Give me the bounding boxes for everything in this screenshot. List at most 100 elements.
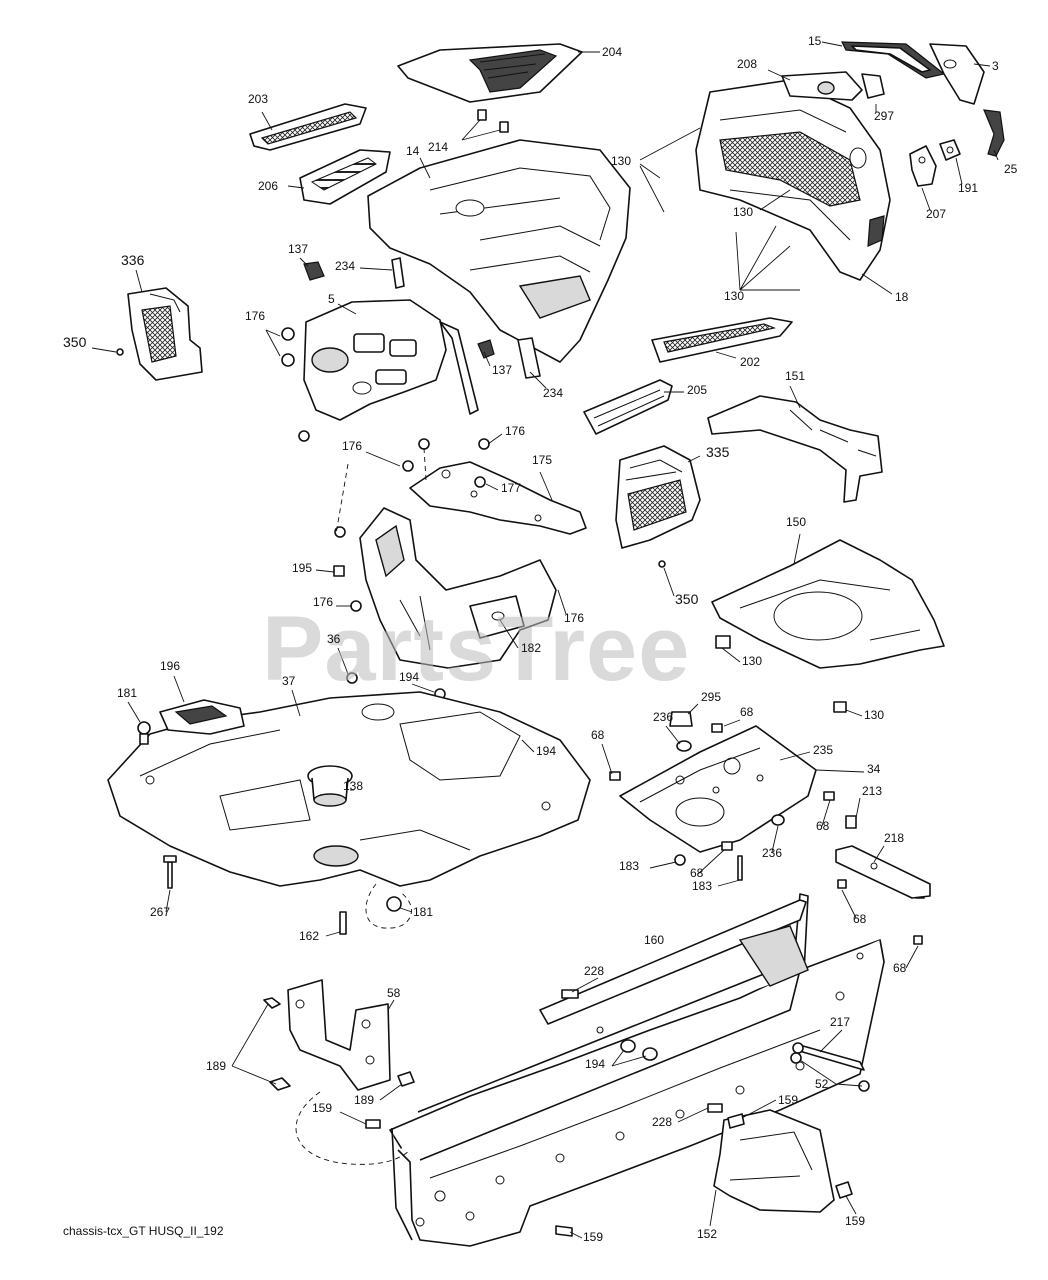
callout-181: 181 — [413, 905, 433, 919]
clip-191 — [939, 139, 961, 161]
callout-267: 267 — [150, 905, 170, 919]
callout-137: 137 — [492, 363, 512, 377]
callout-14: 14 — [406, 144, 420, 158]
callout-182: 182 — [521, 641, 541, 655]
callout-52: 52 — [815, 1077, 829, 1091]
trim-25 — [983, 109, 1005, 157]
hood-top-panel-204 — [397, 43, 583, 103]
callout-236: 236 — [762, 846, 782, 860]
side-panel-336 — [127, 287, 203, 381]
bracket-175 — [409, 461, 587, 535]
front-grille-18 — [695, 79, 891, 281]
callout-68: 68 — [740, 705, 754, 719]
callout-214: 214 — [428, 140, 448, 154]
callout-68: 68 — [690, 866, 704, 880]
callout-206: 206 — [258, 179, 278, 193]
seat-bracket-34 — [619, 725, 817, 853]
callout-36: 36 — [327, 632, 341, 646]
emblem-15 — [841, 41, 946, 79]
cover-196 — [159, 699, 245, 735]
callout-336: 336 — [121, 252, 145, 268]
strip-234-right — [517, 337, 541, 379]
clips-214 — [461, 109, 509, 141]
callout-228: 228 — [584, 964, 604, 978]
callout-191: 191 — [958, 181, 978, 195]
callout-152: 152 — [697, 1227, 717, 1241]
support-rod — [439, 321, 479, 415]
side-grille-203 — [249, 103, 367, 151]
diagram-reference-code: chassis-tcx_GT HUSQ_II_192 — [63, 1224, 224, 1238]
callout-138: 138 — [343, 779, 363, 793]
callout-194: 194 — [399, 670, 419, 684]
bracket-218 — [835, 845, 931, 899]
callout-68: 68 — [816, 819, 830, 833]
pedestal-182 — [359, 507, 557, 669]
bushing-295 — [669, 711, 693, 727]
callout-130: 130 — [611, 154, 631, 168]
callout-203: 203 — [248, 92, 268, 106]
callout-194: 194 — [585, 1057, 605, 1071]
callout-202: 202 — [740, 355, 760, 369]
callout-181: 181 — [117, 686, 137, 700]
leader-lines — [91, 41, 999, 1239]
callout-3: 3 — [992, 59, 999, 73]
bumper-297 — [861, 73, 885, 99]
bolt-181-bottom — [386, 896, 402, 912]
callout-195: 195 — [292, 561, 312, 575]
frame-160 — [389, 893, 885, 1247]
clip-137-left — [303, 261, 325, 281]
callout-234: 234 — [335, 259, 355, 273]
gas-cap-138 — [307, 765, 353, 807]
bracket-3 — [929, 43, 985, 105]
callout-177: 177 — [501, 481, 521, 495]
callout-194: 194 — [536, 744, 556, 758]
callout-159: 159 — [845, 1214, 865, 1228]
callout-183: 183 — [619, 859, 639, 873]
callout-350: 350 — [675, 591, 699, 607]
callout-234: 234 — [543, 386, 563, 400]
callout-189: 189 — [206, 1059, 226, 1073]
callout-176: 176 — [342, 439, 362, 453]
callout-297: 297 — [874, 109, 894, 123]
callout-235: 235 — [813, 743, 833, 757]
callout-236: 236 — [653, 710, 673, 724]
nut-177 — [474, 476, 486, 488]
callout-208: 208 — [737, 57, 757, 71]
callout-18: 18 — [895, 290, 909, 304]
hood-14 — [367, 139, 631, 363]
headlight-lens-208 — [781, 71, 863, 101]
bolt-267 — [163, 855, 177, 889]
callout-295: 295 — [701, 690, 721, 704]
reference-line-support — [335, 447, 427, 535]
callout-15: 15 — [808, 34, 822, 48]
callout-218: 218 — [884, 831, 904, 845]
callout-183: 183 — [692, 879, 712, 893]
trim-205 — [583, 379, 673, 435]
callout-58: 58 — [387, 986, 401, 1000]
callout-350: 350 — [63, 334, 87, 350]
side-grille-202 — [651, 317, 793, 363]
callout-150: 150 — [786, 515, 806, 529]
bracket-207 — [909, 145, 937, 187]
callout-335: 335 — [706, 444, 730, 460]
bolt-162 — [339, 911, 347, 935]
callout-159: 159 — [312, 1101, 332, 1115]
callout-160: 160 — [644, 933, 664, 947]
callout-130: 130 — [864, 708, 884, 722]
callout-196: 196 — [160, 659, 180, 673]
bolts-189 — [263, 997, 415, 1091]
rod-217 — [792, 1042, 865, 1071]
bracket-151 — [707, 395, 883, 503]
strip-234-left — [391, 257, 405, 289]
callout-68: 68 — [893, 961, 907, 975]
callout-213: 213 — [862, 784, 882, 798]
fender-37 — [107, 691, 591, 887]
callout-175: 175 — [532, 453, 552, 467]
clip-137-right — [477, 339, 495, 359]
callout-68: 68 — [853, 912, 867, 926]
callout-189: 189 — [354, 1093, 374, 1107]
vent-206 — [299, 149, 391, 205]
callout-37: 37 — [282, 674, 296, 688]
reference-loop-fender — [365, 883, 412, 929]
